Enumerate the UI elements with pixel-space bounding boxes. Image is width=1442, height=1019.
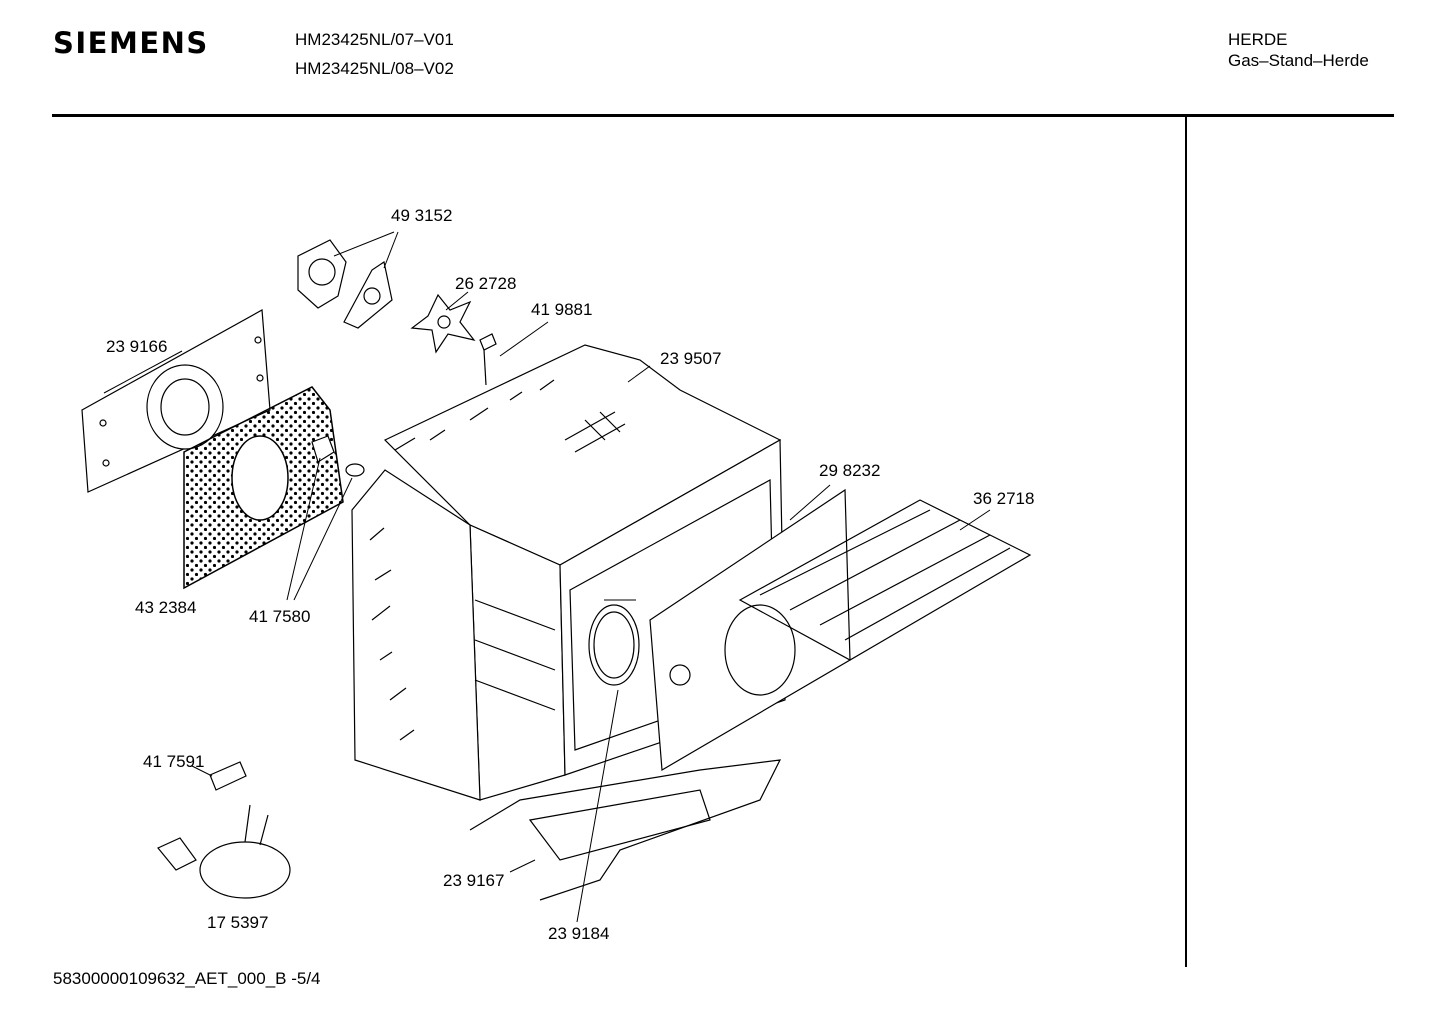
label-298232: 29 8232: [819, 461, 880, 480]
top-heater-part: [738, 499, 1032, 661]
sensor-part: [479, 321, 549, 386]
bottom-heater-part: [469, 759, 782, 901]
label-417580: 41 7580: [249, 607, 310, 626]
insulation-mat-part: [183, 386, 344, 590]
label-419881: 41 9881: [531, 300, 592, 319]
label-417591: 41 7591: [143, 752, 204, 771]
category-subtitle: Gas–Stand–Herde: [1228, 51, 1369, 70]
model-number-1: HM23425NL/07–V01: [295, 30, 454, 49]
fan-motor-part: [297, 231, 399, 329]
fan-wheel-part: [410, 291, 476, 354]
label-239166: 23 9166: [106, 337, 167, 356]
power-cord-part: [157, 804, 291, 899]
header-divider: [52, 114, 1394, 117]
label-175397: 17 5397: [207, 913, 268, 932]
label-239184: 23 9184: [548, 924, 609, 943]
back-panel-part: [81, 309, 271, 493]
label-362718: 36 2718: [973, 489, 1034, 508]
terminal-block-part: [191, 761, 247, 791]
category-title: HERDE: [1228, 30, 1288, 49]
siemens-logo: SIEMENS: [53, 26, 209, 60]
side-divider: [1185, 117, 1187, 967]
label-239507: 23 9507: [660, 349, 721, 368]
label-493152: 49 3152: [391, 206, 452, 225]
rear-cover-part: [649, 484, 851, 772]
label-432384: 43 2384: [135, 598, 196, 617]
document-code: 58300000109632_AET_000_B -5/4: [53, 969, 321, 988]
lamp-cover-part: [576, 689, 619, 923]
model-number-2: HM23425NL/08–V02: [295, 59, 454, 78]
label-262728: 26 2728: [455, 274, 516, 293]
label-239167: 23 9167: [443, 871, 504, 890]
lamp-holder-part: [286, 435, 365, 601]
